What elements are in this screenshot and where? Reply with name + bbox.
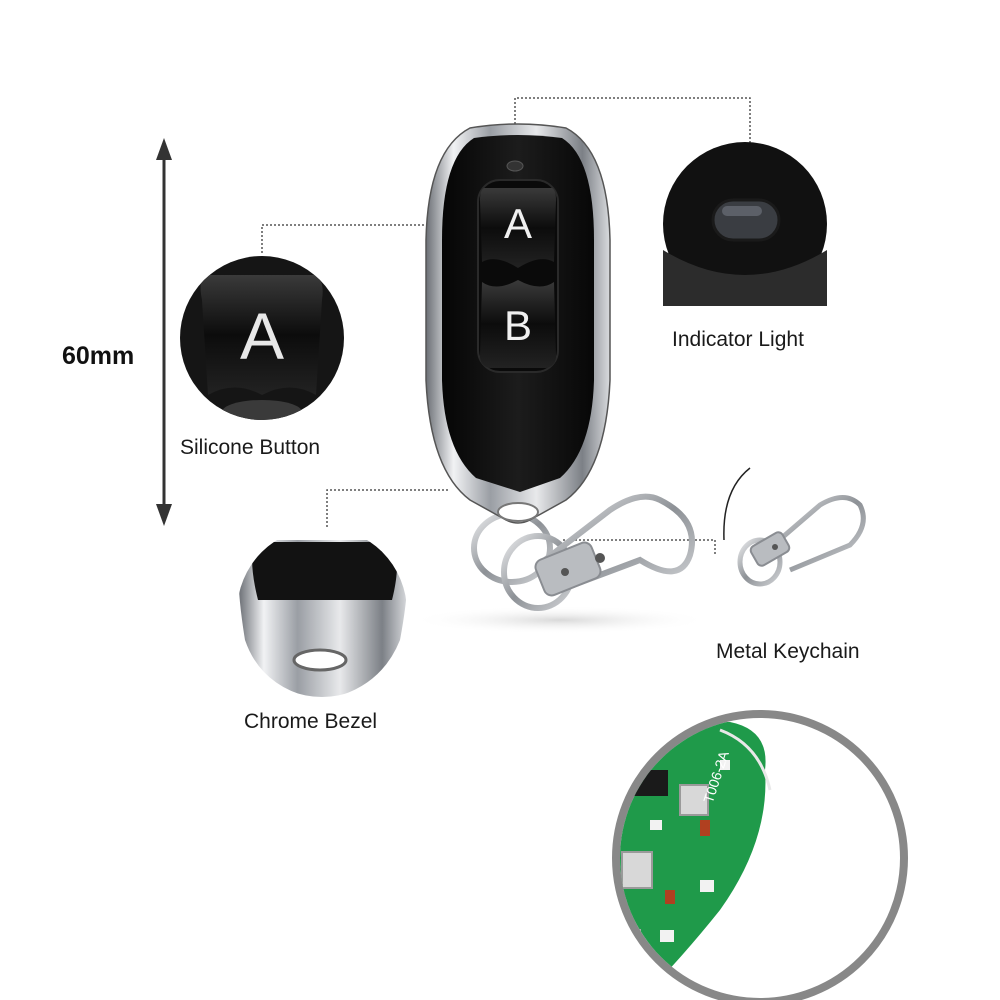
remote-fob: [425, 123, 611, 524]
silicone-button-letter: A: [239, 299, 285, 373]
metal-keychain-label: Metal Keychain: [716, 640, 860, 663]
chrome-bezel-detail: [237, 527, 407, 697]
pcb-detail: [612, 710, 908, 1000]
dimension-label: 60mm: [62, 342, 135, 370]
dimension-arrow: [156, 138, 172, 526]
keychain: [471, 493, 695, 611]
indicator-light-label: Indicator Light: [672, 328, 804, 351]
chrome-bezel-label: Chrome Bezel: [244, 710, 378, 733]
metal-keychain-detail: [723, 467, 866, 587]
indicator-light-detail: [663, 142, 827, 306]
leader-lines: [261, 97, 751, 555]
ground-shadow: [410, 606, 710, 634]
fob-button-a-label: A: [503, 200, 532, 247]
button-a: [480, 188, 556, 268]
fob-button-b-label: B: [503, 302, 532, 349]
button-b: [480, 280, 556, 368]
silicone-button-label: Silicone Button: [180, 436, 321, 459]
